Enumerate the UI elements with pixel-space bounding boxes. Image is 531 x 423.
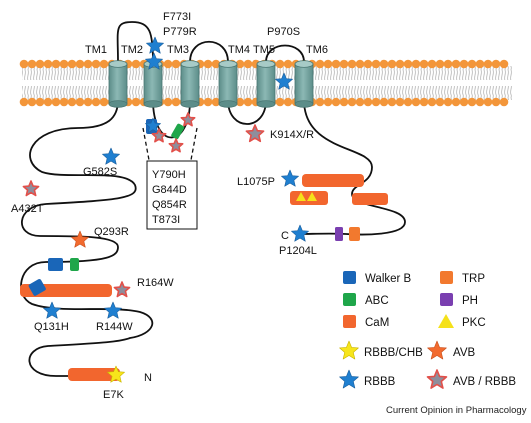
legend-avb: AVB [453,347,475,359]
star-k914-icon [245,124,265,143]
box-mutation-4: T873I [152,214,180,226]
figure-credit: Current Opinion in Pharmacology [386,405,527,416]
label-r164w: R164W [137,277,174,289]
star-loop-blue-icon [145,117,161,133]
label-e7k: E7K [103,389,124,401]
star-loop-mixed-2-icon [168,138,184,153]
protein-domains [20,119,388,381]
legend-rbbb-chb: RBBB/CHB [364,347,423,359]
legend-walker-b: Walker B [365,273,412,285]
abc-legend-icon [343,293,356,306]
star-p1204l-icon [291,224,309,242]
legend-star-rbbb-chb-icon [339,340,359,360]
mutation-labels: F773I P779R P970S K914X/R G582S A432T Q2… [11,11,317,401]
star-a432t-icon [22,180,40,197]
abc-domain-loop [171,123,185,140]
tm1-label: TM1 [85,44,107,56]
star-p779r-icon [145,52,163,70]
trp-domain-cterm [349,227,360,241]
pkc-site-2 [307,192,317,201]
cam-legend-icon [343,315,356,328]
tm5-helix [256,60,276,108]
tm2-helix [143,60,163,108]
walker-b-domain-2 [28,279,46,296]
trp-domain-3 [352,193,388,205]
label-p779r: P779R [163,26,197,38]
star-e7k-icon [107,365,125,383]
walker-b-legend-icon [343,271,356,284]
label-q131h: Q131H [34,321,69,333]
star-q131h-icon [43,301,61,319]
mutation-box [146,160,198,230]
tm3-label: TM3 [167,44,189,56]
label-q293r: Q293R [94,226,129,238]
trp-domain-1 [302,174,364,187]
star-p970s-icon [275,72,293,90]
label-f773i: F773I [163,11,191,23]
box-mutation-2: G844D [152,184,187,196]
ph-legend-icon [440,293,453,306]
tm4-label: TM4 [228,44,250,56]
trp-legend-icon [440,271,453,284]
legend-avb-rbbb: AVB / RBBB [453,376,516,388]
legend-cam: CaM [365,317,389,329]
label-n-terminus: N [144,372,152,384]
legend-ph: PH [462,295,478,307]
star-q293r-icon [71,230,89,248]
cam-domain-nterm [68,368,120,381]
legend-star-rbbb-icon [339,369,359,389]
legend-star-avb-rbbb-icon [426,369,448,389]
walker-b-domain-1 [48,258,63,271]
pkc-legend-icon [438,314,454,328]
star-loop-mixed-3-icon [180,112,196,127]
star-g582s-icon [102,147,120,165]
abc-domain-1 [70,258,79,271]
legend-trp: TRP [462,273,485,285]
legend: Walker B TRP ABC PH CaM PKC RBBB/CHB AVB… [343,271,516,388]
ph-domain [335,227,343,241]
tm6-helix [294,60,314,108]
star-l1075p-icon [281,169,299,187]
star-r144w-icon [104,301,122,319]
label-g582s: G582S [83,166,117,178]
label-k914: K914X/R [270,129,314,141]
legend-star-avb-icon [427,340,447,360]
label-r144w: R144W [96,321,133,333]
label-p1204l: P1204L [279,245,317,257]
tm6-label: TM6 [306,44,328,56]
legend-pkc: PKC [462,317,486,329]
legend-abc: ABC [365,295,389,307]
tm-labels: TM1 TM2 TM3 TM4 TM5 TM6 [85,44,328,56]
tm2-label: TM2 [121,44,143,56]
transmembrane-helices [108,60,314,108]
tm4-helix [218,60,238,108]
label-c-terminus: C [281,230,289,242]
star-loop-mixed-1-icon [151,128,167,143]
pkc-site-1 [296,192,306,201]
box-mutation-1: Y790H [152,169,186,181]
star-r164w-icon [113,281,131,298]
star-f773i-icon [146,36,164,54]
label-l1075p: L1075P [237,176,275,188]
tm5-label: TM5 [253,44,275,56]
mutation-stars [22,36,448,389]
box-mutation-3: Q854R [152,199,187,211]
tm1-helix [108,60,128,108]
tm3-helix [180,60,200,108]
legend-rbbb: RBBB [364,376,396,388]
label-p970s: P970S [267,26,300,38]
label-a432t: A432T [11,203,44,215]
mutation-callout: Y790H G844D Q854R T873I [142,127,198,230]
